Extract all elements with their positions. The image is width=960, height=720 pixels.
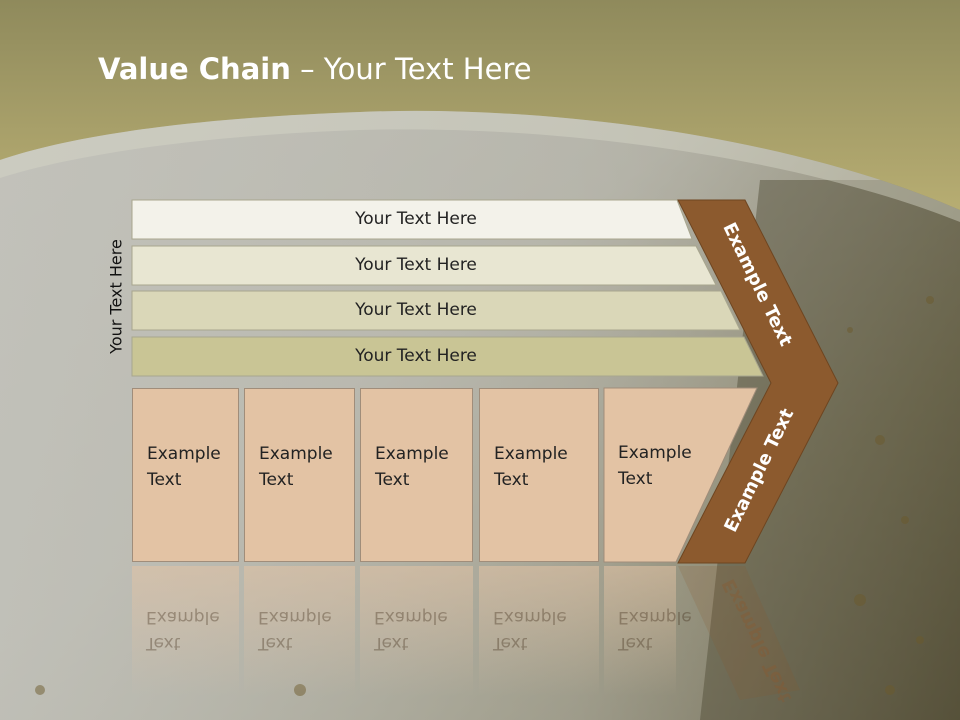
box-5-refl-line1: Example (618, 607, 692, 627)
box-1-line2: Text (147, 470, 182, 490)
box-5-reflection: Text Example (604, 566, 692, 696)
row-2-shape (131, 245, 717, 286)
side-label: Your Text Here (106, 239, 126, 354)
box-3-line2: Text (375, 470, 410, 490)
row-3-label: Your Text Here (355, 300, 477, 320)
title-bold: Value Chain (98, 52, 291, 86)
page-title: Value Chain – Your Text Here (98, 52, 532, 86)
box-4-refl-line1: Example (493, 607, 567, 627)
box-3-refl-line2: Text (374, 633, 409, 653)
box-5-line2: Text (618, 469, 653, 489)
box-5-line1: Example (618, 443, 692, 463)
box-5-shape (603, 387, 758, 563)
title-rest: – Your Text Here (290, 52, 532, 86)
box-2-line1: Example (259, 444, 333, 464)
row-2-label: Your Text Here (355, 255, 477, 275)
box-4-reflection: Text Example (479, 566, 599, 696)
box-2-refl-line2: Text (258, 633, 293, 653)
box-2-line2: Text (259, 470, 294, 490)
box-5-refl-line2: Text (618, 633, 653, 653)
box-2-reflection: Text Example (244, 566, 355, 696)
box-1-refl-line2: Text (146, 633, 181, 653)
row-4-shape (131, 336, 764, 377)
row-3-shape (131, 290, 741, 331)
row-1-label: Your Text Here (355, 209, 477, 229)
box-3-reflection: Text Example (360, 566, 473, 696)
row-1-shape (131, 199, 693, 240)
box-3-refl-line1: Example (374, 607, 448, 627)
box-1-line1: Example (147, 444, 221, 464)
box-4-line1: Example (494, 444, 568, 464)
box-1-refl-line1: Example (146, 607, 220, 627)
box-3-line1: Example (375, 444, 449, 464)
box-2-refl-line1: Example (258, 607, 332, 627)
box-4-line2: Text (494, 470, 529, 490)
row-4-label: Your Text Here (355, 346, 477, 366)
chevron-shape (677, 199, 839, 564)
box-1-reflection: Text Example (132, 566, 239, 696)
box-4-refl-line2: Text (493, 633, 528, 653)
